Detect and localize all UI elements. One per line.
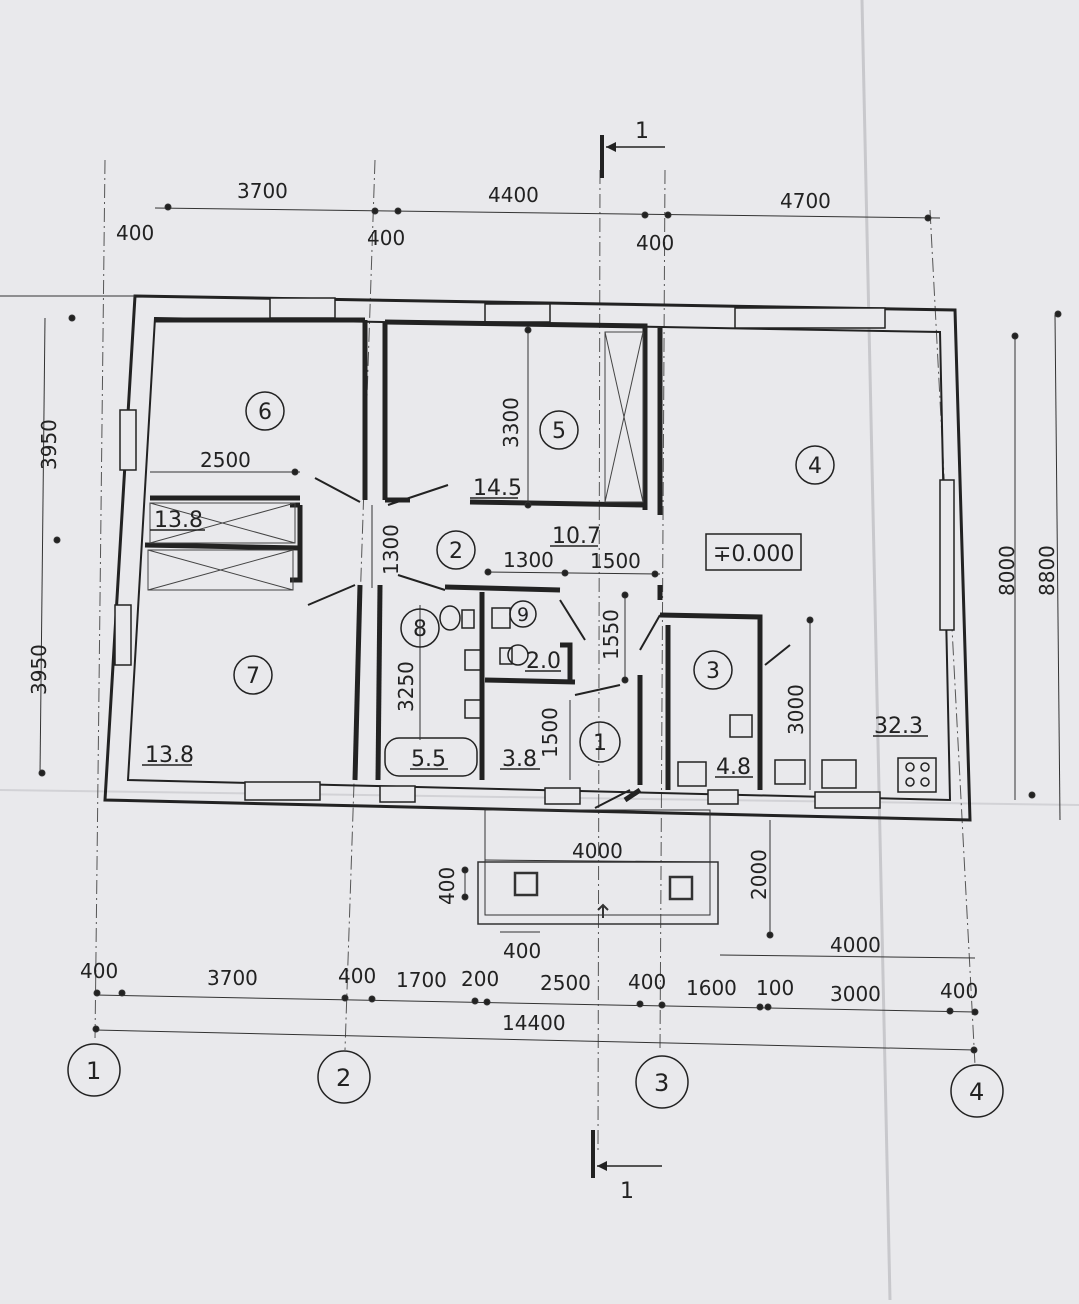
wardrobes — [147, 331, 644, 591]
dim-span-3-4: 4700 — [780, 189, 831, 213]
room-area-2: 10.7 — [552, 524, 601, 549]
room-number-3: 3 — [706, 659, 720, 684]
dim-room5-height: 3300 — [499, 397, 523, 448]
interior-walls — [144, 317, 763, 803]
dim-bottom-4: 1700 — [396, 968, 447, 992]
section-mark-bottom: 1 — [591, 1130, 662, 1204]
dim-bottom-11: 400 — [940, 979, 978, 1003]
section-label-bottom: 1 — [620, 1179, 634, 1204]
porch — [477, 809, 719, 925]
dim-bottom-8: 1600 — [686, 976, 737, 1000]
room-number-5: 5 — [552, 419, 566, 444]
dim-bottom-6: 2500 — [540, 971, 591, 995]
dim-bottom-9: 100 — [756, 976, 794, 1000]
room-number-circles — [233, 391, 835, 763]
area-underlines — [142, 497, 928, 778]
dim-left-lower: 3950 — [27, 644, 51, 695]
room-number-1: 1 — [593, 731, 607, 756]
dim-right-outer: 8800 — [1035, 545, 1059, 596]
dim-corridor-width: 2500 — [200, 448, 251, 472]
dim-wc-height: 1550 — [599, 609, 623, 660]
dim-room1-height: 1500 — [538, 707, 562, 758]
dim-bottom-3: 400 — [338, 964, 376, 988]
axis-bubbles — [67, 1043, 1004, 1118]
level-mark: ∓0.000 — [705, 533, 802, 571]
sanitary-fixtures — [384, 605, 937, 793]
axis-label-4: 4 — [969, 1078, 984, 1106]
room-number-4: 4 — [808, 454, 822, 479]
dim-porch-offset: 4000 — [830, 933, 881, 957]
dim-right-inner: 8000 — [995, 545, 1019, 596]
dim-porch-post-gap: 400 — [503, 939, 541, 963]
paper-fold — [0, 789, 1079, 806]
dim-bottom-10: 3000 — [830, 982, 881, 1006]
room-area-8: 5.5 — [411, 747, 446, 772]
dim-room3-height: 3000 — [784, 684, 808, 735]
dim-total-length: 14400 — [502, 1011, 566, 1035]
dim-wall-3: 400 — [636, 231, 674, 255]
dimension-lines — [0, 203, 1062, 1054]
room-area-3: 4.8 — [716, 755, 751, 780]
room-area-6: 13.8 — [154, 508, 203, 533]
room-area-4: 32.3 — [874, 714, 923, 739]
axis-label-1: 1 — [86, 1057, 101, 1085]
dim-porch-depth: 2000 — [747, 849, 771, 900]
dim-bottom-2: 3700 — [207, 966, 258, 990]
dim-wc-width: 1500 — [590, 549, 641, 573]
section-label-top: 1 — [635, 119, 649, 144]
room-area-9: 2.0 — [526, 649, 561, 674]
room-area-5: 14.5 — [473, 476, 522, 501]
dim-bottom-1: 400 — [80, 959, 118, 983]
level-mark-label: ∓0.000 — [713, 542, 794, 567]
room-number-2: 2 — [449, 539, 463, 564]
doors — [307, 477, 791, 809]
room-number-6: 6 — [258, 400, 272, 425]
room-area-1: 3.8 — [502, 747, 537, 772]
dim-span-1-2: 3700 — [237, 179, 288, 203]
dim-hall-height: 1300 — [379, 524, 403, 575]
dim-span-2-3: 4400 — [488, 183, 539, 207]
dim-bath-width: 1300 — [503, 548, 554, 572]
dim-porch-width: 4000 — [572, 839, 623, 863]
dim-bottom-7: 400 — [628, 970, 666, 994]
room-area-7: 13.8 — [145, 743, 194, 768]
dim-bottom-5: 200 — [461, 967, 499, 991]
dim-wall-2: 400 — [367, 226, 405, 250]
axis-label-3: 3 — [654, 1069, 669, 1097]
room-number-9: 9 — [517, 604, 529, 626]
dim-left-upper: 3950 — [37, 419, 61, 470]
room-number-7: 7 — [246, 664, 260, 689]
room-number-8: 8 — [413, 617, 427, 642]
axis-label-2: 2 — [336, 1064, 351, 1092]
dim-porch-post: 400 — [435, 867, 459, 905]
dim-wall-1: 400 — [116, 221, 154, 245]
section-mark-top: 1 — [600, 119, 665, 178]
dim-room8-height: 3250 — [394, 661, 418, 712]
